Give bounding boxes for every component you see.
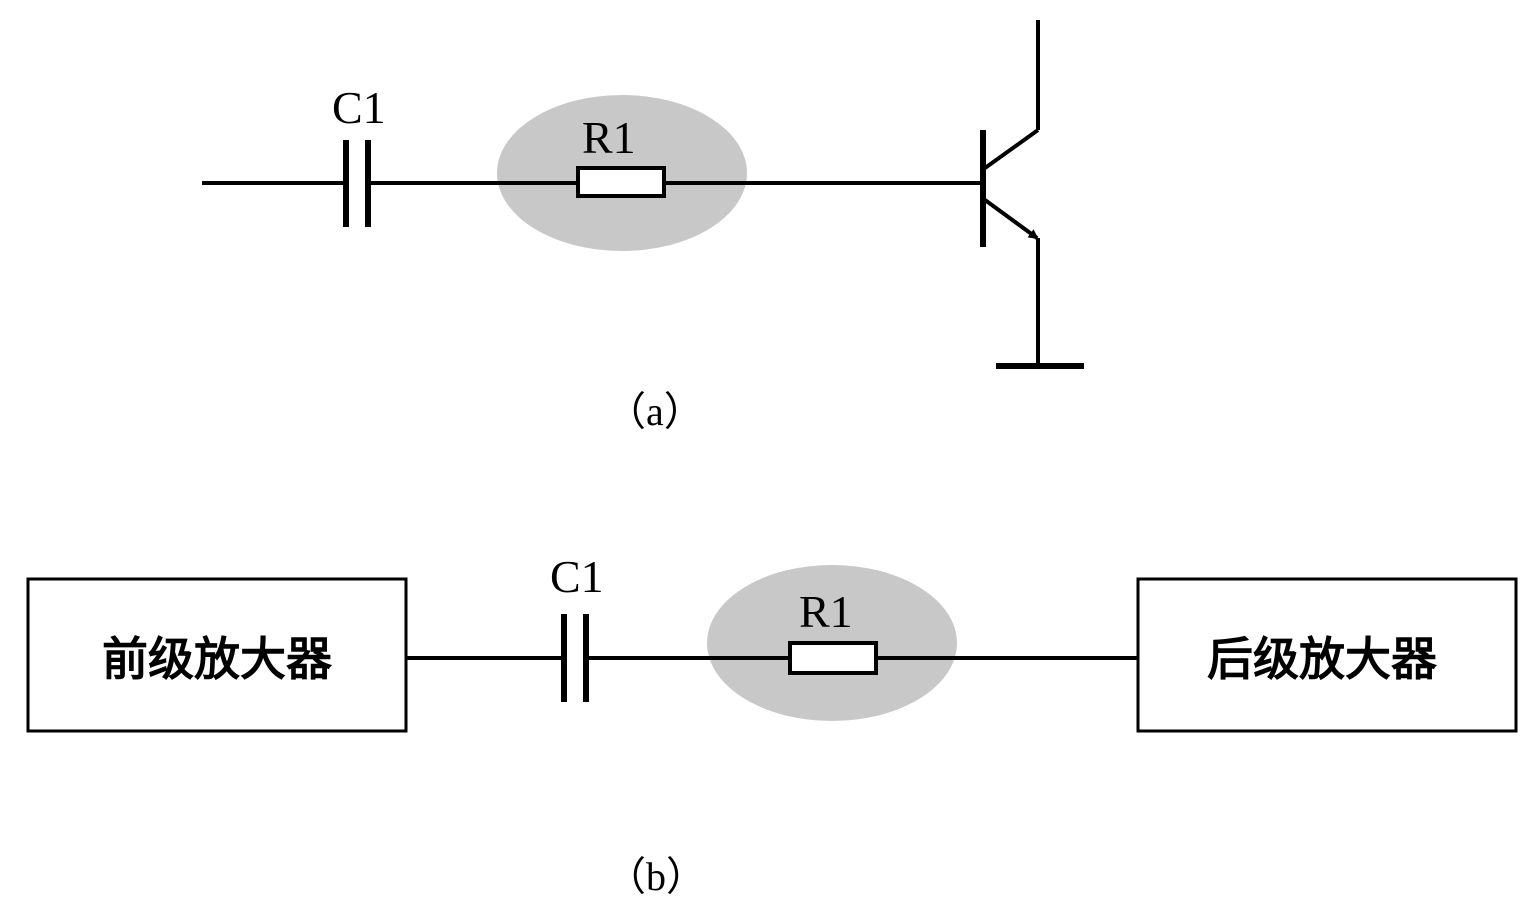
resistor-label-b: R1 (799, 586, 853, 637)
transistor-emitter-diagonal (983, 198, 1039, 240)
figure-a: C1 R1 （a） (202, 20, 1084, 434)
figure-b: 前级放大器 后级放大器 C1 R1 （b） (26, 551, 1518, 899)
transistor-collector-diagonal (983, 128, 1040, 170)
post-amplifier-block (1136, 577, 1518, 733)
pre-amplifier-block (26, 577, 408, 733)
caption-a: （a） (606, 389, 704, 434)
npn-transistor (980, 20, 1084, 369)
resistor-r1-b (788, 641, 878, 675)
capacitor-label-b: C1 (550, 551, 604, 602)
caption-b: （b） (606, 854, 706, 899)
post-amplifier-label: 后级放大器 (1207, 632, 1438, 686)
resistor-r1-a (576, 166, 666, 198)
capacitor-label-a: C1 (332, 82, 386, 133)
pre-amplifier-label: 前级放大器 (102, 632, 333, 686)
resistor-label-a: R1 (582, 112, 636, 163)
